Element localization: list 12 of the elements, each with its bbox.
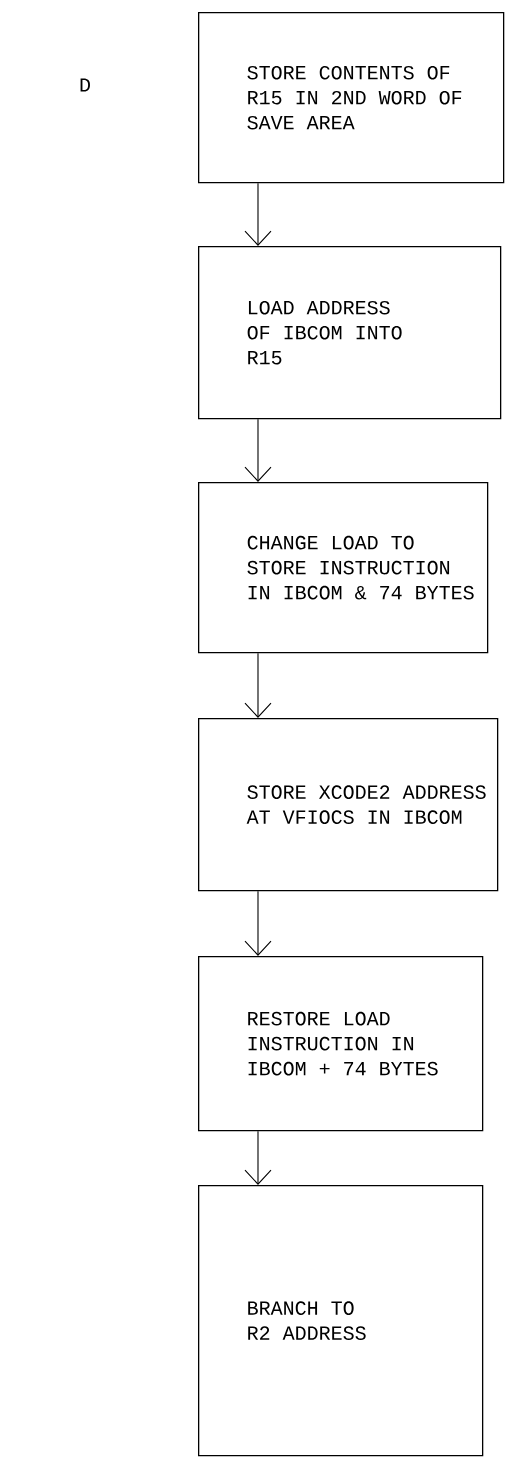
- arrow: [244, 652, 272, 718]
- process-box: STORE CONTENTS OF R15 IN 2ND WORD OF SAVE AREA: [198, 12, 505, 184]
- arrow: [244, 1130, 272, 1185]
- text-fragment: D: [80, 78, 90, 92]
- process-box: LOAD ADDRESS OF IBCOM INTO R15: [198, 246, 502, 420]
- process-box: BRANCH TO R2 ADDRESS: [198, 1185, 484, 1457]
- arrow: [244, 890, 272, 956]
- process-box: CHANGE LOAD TO STORE INSTRUCTION IN IBCOM & 74 BYTES: [198, 482, 489, 654]
- arrow: [244, 182, 272, 246]
- process-box: STORE XCODE2 ADDRESS AT VFIOCS IN IBCOM: [198, 718, 499, 892]
- process-box: RESTORE LOAD INSTRUCTION IN IBCOM + 74 BYTES: [198, 956, 484, 1132]
- arrow: [244, 418, 272, 482]
